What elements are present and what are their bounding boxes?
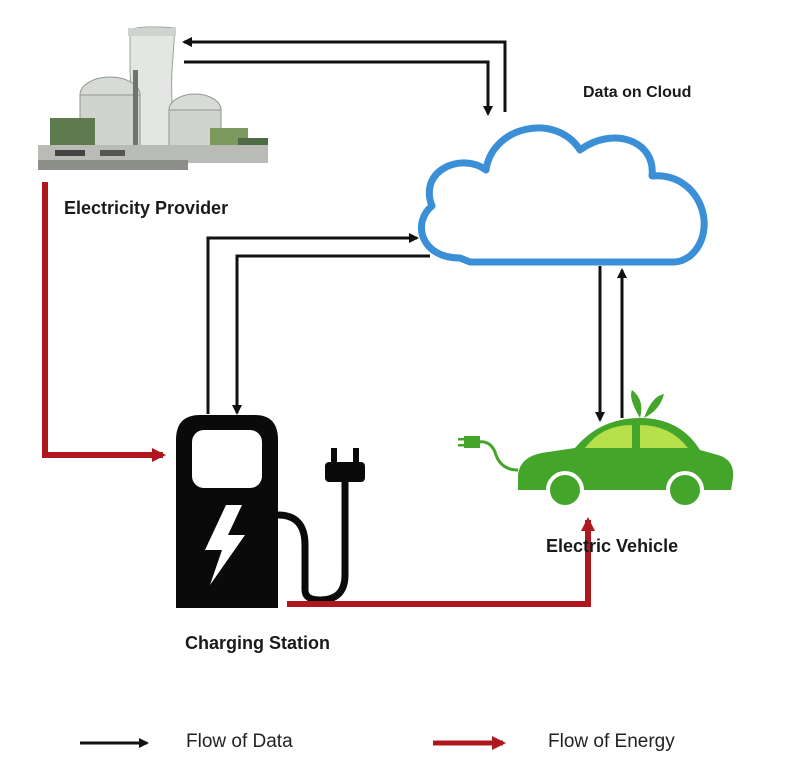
energy-arrow-provider-to-station [42, 182, 166, 462]
energy-arrow-station-to-vehicle [287, 517, 595, 607]
legend-data-label: Flow of Data [186, 731, 293, 752]
electric-car-icon [458, 390, 734, 509]
plug-icon [325, 448, 365, 482]
charging-station-icon [176, 415, 365, 608]
vehicle-label: Electric Vehicle [546, 536, 679, 556]
station-label: Charging Station [185, 633, 330, 653]
cloud-label: Data on Cloud [583, 84, 692, 101]
data-arrow-cloud-to-station [232, 254, 430, 415]
data-arrow-station-to-cloud [206, 233, 419, 414]
cloud-icon [417, 124, 708, 266]
provider-label: Electricity Provider [64, 198, 229, 218]
data-arrow-cloud-to-provider [182, 37, 507, 112]
leaf-icon [631, 390, 664, 418]
power-plant-icon [38, 26, 268, 170]
data-arrow-provider-to-cloud [184, 60, 493, 116]
lightning-bolt-icon [205, 505, 245, 585]
legend-energy-label: Flow of Energy [548, 731, 675, 752]
